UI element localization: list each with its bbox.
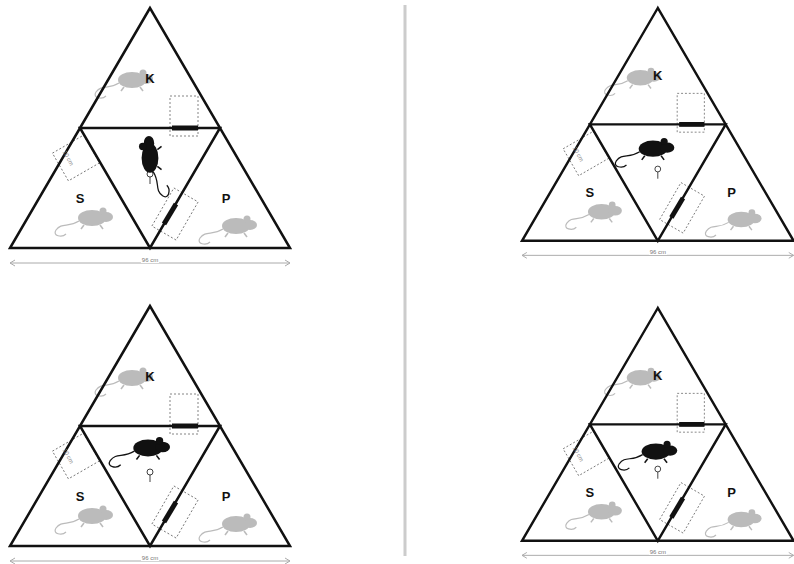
mouse [199, 514, 257, 543]
mouse [55, 208, 113, 237]
door-box [52, 135, 99, 181]
door-box [677, 93, 704, 132]
door [172, 424, 198, 429]
region-letter: P [727, 486, 736, 499]
arena-outline [522, 308, 794, 541]
door [679, 122, 704, 127]
pin-symbol [655, 166, 661, 172]
mouse [199, 216, 257, 245]
mouse [139, 136, 169, 197]
mouse [566, 502, 622, 530]
pin-symbol [150, 475, 151, 482]
region-letter: S [76, 192, 85, 205]
region-letter: S [76, 490, 85, 503]
pin-symbol [150, 177, 151, 184]
center-compartment [590, 424, 726, 540]
door-box [563, 431, 609, 475]
door-box [677, 393, 704, 432]
pin-symbol [657, 472, 658, 479]
mouse [605, 68, 661, 96]
dimension-label: 96 cm [649, 549, 667, 555]
pin-symbol [657, 172, 658, 179]
region-letter: K [145, 72, 154, 85]
door [164, 502, 176, 522]
center-compartment [80, 426, 220, 546]
mouse [618, 441, 677, 470]
pin-symbol [655, 466, 661, 472]
door [679, 422, 704, 427]
door [671, 198, 683, 217]
arena-panel [522, 8, 794, 258]
dimension-label: 10 cm [572, 445, 585, 462]
region-letter: S [586, 486, 595, 499]
dimension-label: 96 cm [141, 555, 159, 561]
mouse [566, 202, 622, 230]
region-letter: S [586, 186, 595, 199]
door-box [170, 394, 198, 434]
door [671, 498, 683, 517]
pin-symbol [147, 469, 153, 475]
divider [404, 5, 407, 556]
mouse [55, 506, 113, 535]
door-box [170, 96, 198, 136]
arena-outline [10, 306, 290, 546]
door-box [563, 131, 609, 175]
mouse [95, 70, 153, 99]
region-letter: P [727, 186, 736, 199]
door-box [52, 433, 99, 479]
arena-outline [522, 8, 794, 241]
arena-outline [10, 8, 290, 248]
arena-panel [10, 306, 290, 564]
mouse [705, 209, 761, 237]
door [172, 126, 198, 131]
mouse [605, 368, 661, 396]
dimension-label: 96 cm [649, 249, 667, 255]
mouse [615, 138, 674, 167]
region-letter: K [145, 370, 154, 383]
arena-panel [10, 8, 290, 266]
region-letter: K [653, 69, 662, 82]
door [164, 204, 176, 224]
center-compartment [590, 124, 726, 240]
region-letter: P [222, 490, 231, 503]
dimension-label: 10 cm [572, 145, 585, 162]
region-letter: K [653, 369, 662, 382]
mouse [95, 368, 153, 397]
region-letter: P [222, 192, 231, 205]
mouse [109, 437, 170, 467]
center-compartment [80, 128, 220, 248]
dimension-label: 96 cm [141, 257, 159, 263]
arena-panel [522, 308, 794, 558]
mouse [705, 509, 761, 537]
